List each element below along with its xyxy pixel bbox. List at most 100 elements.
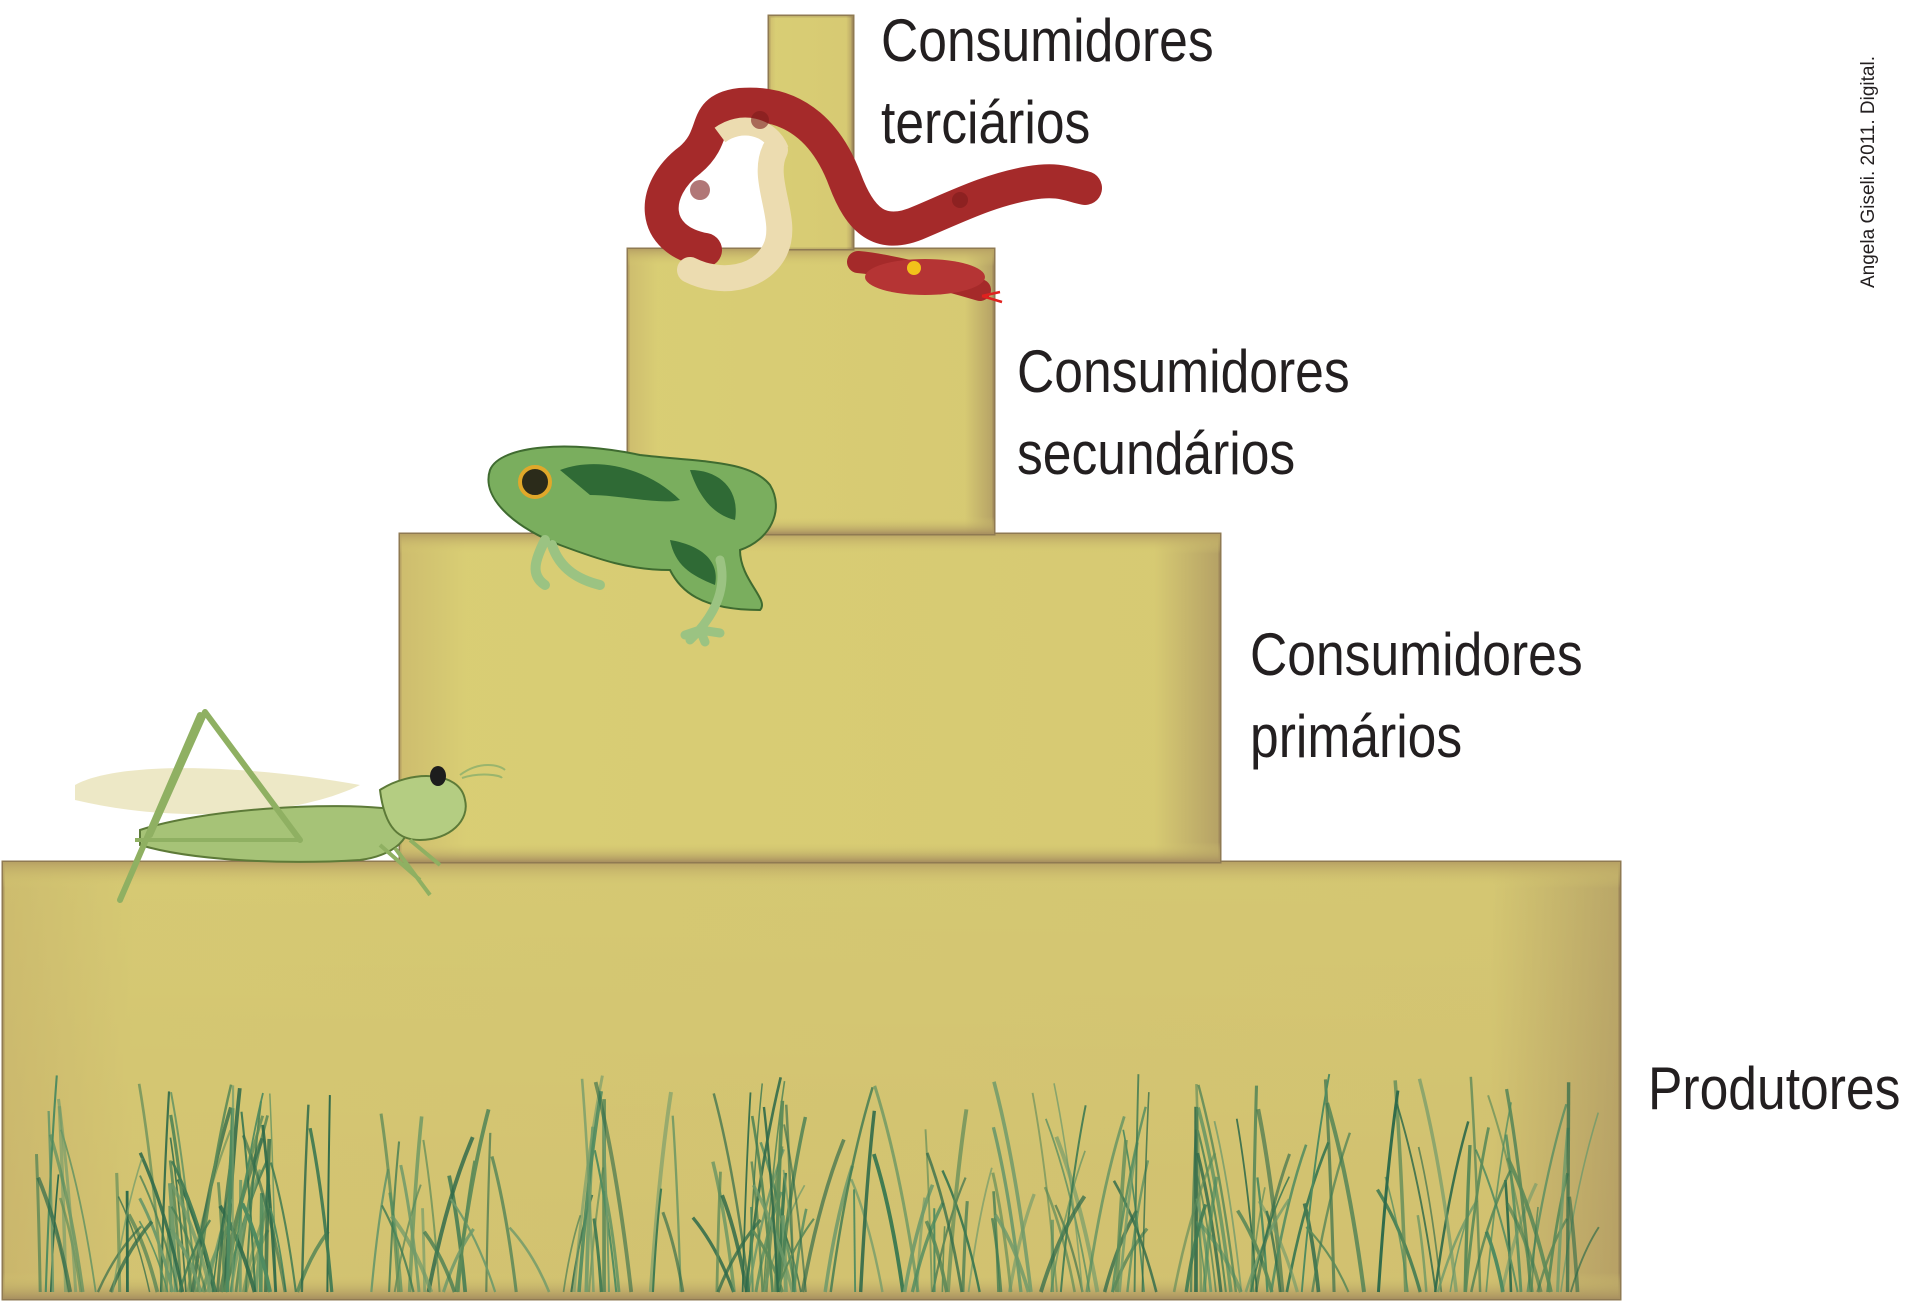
label-tertiary-line1: Consumidores <box>881 7 1214 74</box>
grass-blade <box>1054 1204 1084 1293</box>
primary-consumers-block <box>398 532 1222 864</box>
grass-blade <box>1311 1132 1352 1293</box>
grass-blade <box>992 1191 1000 1293</box>
grass-blade <box>1504 1179 1513 1293</box>
grass-blade <box>1112 1180 1158 1293</box>
grass-blade <box>873 1085 920 1293</box>
grass-blade <box>240 1111 257 1293</box>
label-producers: Produtores <box>1648 1048 1900 1130</box>
grass-blade <box>711 1161 736 1293</box>
grass-blade <box>426 1136 475 1293</box>
grass-blade <box>1202 1176 1219 1293</box>
grass-blade <box>925 1152 964 1293</box>
label-secondary-line2: secundários <box>1017 420 1296 487</box>
grass-blade <box>1376 1188 1422 1293</box>
grass-blade <box>1053 1083 1084 1293</box>
grass-blade <box>96 1225 143 1293</box>
grass-blade <box>1560 1112 1600 1293</box>
grass-blade <box>750 1161 764 1293</box>
grass-blade <box>57 1098 78 1293</box>
grass-blade <box>1254 1153 1291 1293</box>
grass-blade <box>945 1109 969 1293</box>
label-secondary-consumers: Consumidores secundários <box>1017 331 1350 495</box>
grass-blade <box>1300 1073 1331 1293</box>
grass-blade <box>1305 1226 1350 1293</box>
grass-blade <box>1484 1231 1505 1293</box>
grass-blade <box>261 1124 278 1293</box>
grass-blade <box>422 1230 457 1293</box>
grass-blade <box>1007 1193 1036 1293</box>
grass-blade <box>138 1220 169 1293</box>
grass-blade <box>1505 1157 1553 1293</box>
grass-blade <box>858 1110 877 1293</box>
grass-blade <box>490 1156 518 1293</box>
grass-blade <box>872 1153 905 1293</box>
label-primary-consumers: Consumidores primários <box>1250 614 1583 778</box>
grass-blade <box>117 1196 151 1293</box>
grass-blade <box>407 1116 424 1293</box>
grass-blade <box>1195 1084 1203 1293</box>
grass-blade <box>931 1177 967 1293</box>
image-credit: Angela Giseli. 2011. Digital. <box>1858 56 1879 288</box>
grass-blade <box>269 1162 297 1293</box>
grass-blade <box>784 1104 795 1293</box>
producers-block <box>1 860 1622 1301</box>
grass-blade <box>580 1078 595 1293</box>
grass-blade <box>992 1081 1033 1293</box>
grass-blade <box>1197 1084 1238 1293</box>
grass-blade <box>457 1160 476 1293</box>
grass-blade <box>421 1208 427 1293</box>
grass-blade <box>1213 1120 1243 1293</box>
grass-blade <box>169 1114 193 1293</box>
grass-blade <box>1436 1199 1479 1293</box>
grass-blade <box>993 1213 1031 1293</box>
grass-blade <box>388 1192 403 1293</box>
grass-blade <box>1269 1144 1308 1293</box>
grass-blade <box>1325 1102 1367 1293</box>
grass-blade <box>60 1129 97 1293</box>
grass-blade <box>422 1139 441 1293</box>
grass-blade <box>1376 1090 1400 1293</box>
grass-blade <box>240 1202 273 1293</box>
grass-blade <box>1500 1182 1538 1293</box>
grass-blade <box>1487 1094 1534 1293</box>
label-primary-line2: primários <box>1250 703 1463 770</box>
label-secondary-line1: Consumidores <box>1017 338 1350 405</box>
grass-blade <box>1236 1209 1274 1293</box>
grass-blade <box>671 1115 682 1293</box>
grass-blade <box>170 1183 213 1293</box>
grass-blade <box>1195 1198 1213 1293</box>
grass-blade <box>449 1198 497 1293</box>
grasshopper-icon <box>75 709 506 903</box>
grass-blade <box>370 1168 390 1293</box>
grass-blade <box>1196 1175 1217 1293</box>
grass-blade <box>750 1115 774 1293</box>
grass-blade <box>1463 1144 1472 1293</box>
grass-blade <box>241 1134 287 1293</box>
grass-blade <box>139 1175 179 1293</box>
grass-blade <box>562 1214 582 1293</box>
grass-blade <box>592 1218 603 1293</box>
grass-blade <box>593 1081 634 1293</box>
grass-blade <box>170 1092 197 1293</box>
grass-blade <box>196 1084 233 1293</box>
grass-blade <box>308 1127 334 1293</box>
grass-blade <box>1417 1146 1443 1293</box>
grass-blade <box>170 1160 218 1293</box>
grass-blade <box>1469 1076 1482 1293</box>
grass-blade <box>47 1110 55 1293</box>
grass-blade <box>441 1228 475 1293</box>
grass-blade <box>1256 1108 1285 1293</box>
grass-blade <box>1031 1092 1058 1293</box>
grass-blade <box>138 1152 185 1293</box>
grass-blade <box>1172 1152 1217 1293</box>
grass-blade <box>1133 1074 1140 1293</box>
grass-blade <box>941 1170 981 1293</box>
grass-blade <box>159 1091 171 1293</box>
grass-blade <box>910 1201 945 1293</box>
grass-blade <box>651 1188 663 1293</box>
label-primary-line1: Consumidores <box>1250 621 1583 688</box>
grass-blade <box>850 1178 884 1293</box>
grass-blade <box>1050 1150 1086 1293</box>
